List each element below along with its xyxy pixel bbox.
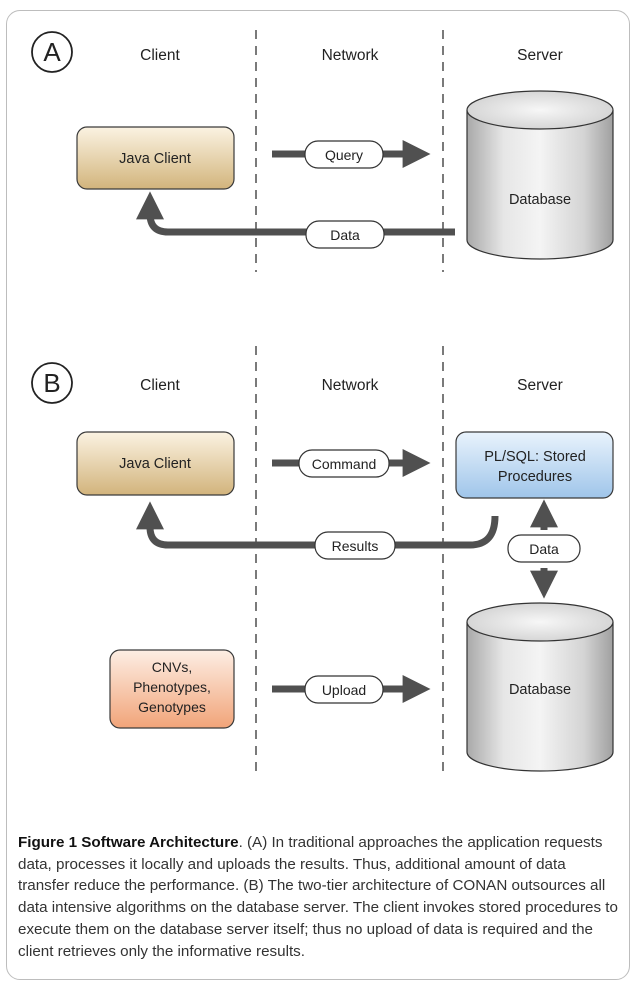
panel-b: B Client Network Server Java Client Comm… bbox=[31, 346, 614, 772]
panel-a-java-client-label: Java Client bbox=[119, 151, 191, 167]
panel-a-badge bbox=[31, 31, 73, 73]
panel-b-database-cylinder bbox=[466, 602, 614, 772]
panel-b-network-header: Network bbox=[322, 377, 379, 394]
panel-b-results-label: Results bbox=[332, 538, 379, 554]
panel-b-input-line3: Genotypes bbox=[138, 699, 206, 715]
panel-a-data-label: Data bbox=[330, 227, 360, 243]
panel-b-stored-procedures-line1: PL/SQL: Stored bbox=[484, 449, 586, 465]
panel-b-client-header: Client bbox=[140, 377, 180, 394]
panel-b-data-label: Data bbox=[529, 541, 559, 557]
caption-title: Figure 1 Software Architecture bbox=[18, 834, 239, 851]
panel-a: A Client Network Server Java Client Quer… bbox=[31, 30, 614, 272]
panel-b-server-header: Server bbox=[517, 377, 563, 394]
panel-b-upload-pill bbox=[304, 675, 384, 704]
panel-a-data-pill bbox=[305, 220, 385, 249]
panel-a-server-header: Server bbox=[517, 47, 563, 64]
caption-body: . (A) In traditional approaches the appl… bbox=[18, 834, 618, 960]
panel-b-upload-label: Upload bbox=[322, 682, 366, 698]
panel-a-query-label: Query bbox=[325, 147, 363, 163]
panel-b-stored-procedures-box bbox=[455, 431, 614, 499]
panel-b-command-pill bbox=[298, 449, 390, 478]
panel-b-results-arrow bbox=[136, 501, 499, 549]
panel-b-badge bbox=[31, 362, 73, 404]
figure-caption: Figure 1 Software Architecture. (A) In t… bbox=[18, 832, 618, 962]
panel-a-letter: A bbox=[43, 37, 61, 67]
panel-a-java-client-box bbox=[76, 126, 235, 190]
panel-a-client-header: Client bbox=[140, 47, 180, 64]
panel-a-database-label: Database bbox=[509, 192, 571, 208]
panel-b-input-line2: Phenotypes, bbox=[133, 679, 211, 695]
panel-b-command-label: Command bbox=[312, 456, 377, 472]
panel-b-stored-procedures-line2: Procedures bbox=[498, 469, 572, 485]
panel-b-database-label: Database bbox=[509, 682, 571, 698]
panel-b-java-client-box bbox=[76, 431, 235, 496]
panel-b-data-pill bbox=[507, 534, 581, 563]
panel-a-database-cylinder bbox=[466, 90, 614, 260]
architecture-diagram: A Client Network Server Java Client Quer… bbox=[31, 30, 614, 772]
panel-b-letter: B bbox=[43, 368, 60, 398]
panel-a-network-header: Network bbox=[322, 47, 379, 64]
panel-b-input-line1: CNVs, bbox=[152, 659, 192, 675]
panel-b-java-client-label: Java Client bbox=[119, 456, 191, 472]
panel-a-query-pill bbox=[304, 140, 384, 169]
panel-b-results-pill bbox=[314, 531, 396, 560]
panel-a-data-arrow bbox=[136, 191, 455, 236]
panel-b-input-box bbox=[109, 649, 235, 729]
